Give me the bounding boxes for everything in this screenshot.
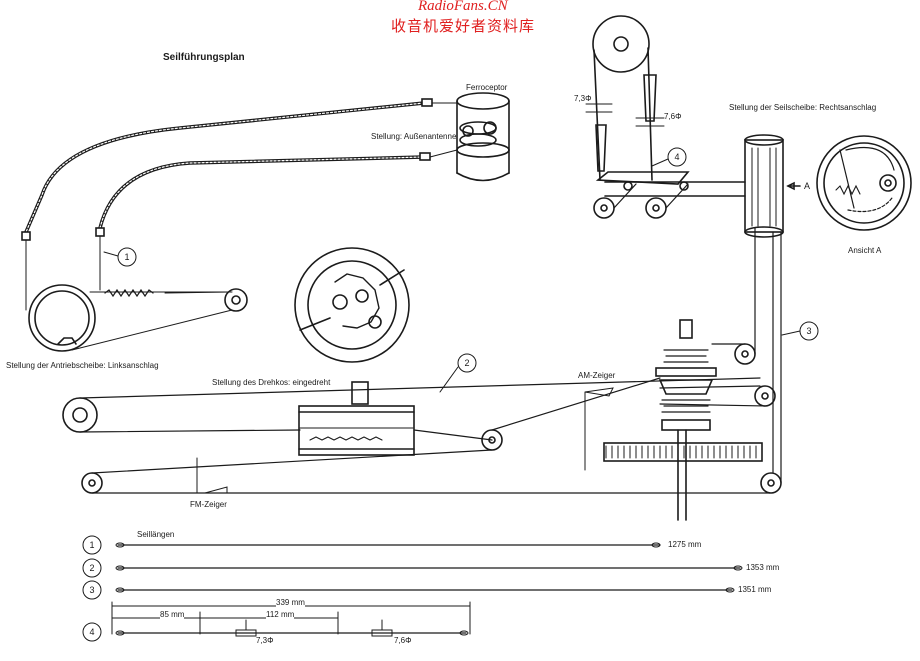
length-row-2: 1353 mm	[746, 563, 780, 572]
callout-4: 4	[674, 152, 679, 162]
dim-7-3-bottom: 7,3Φ	[256, 636, 274, 645]
row-4-number: 4	[89, 627, 94, 637]
label-am-zeiger: AM-Zeiger	[578, 371, 616, 380]
callout-numbers: 1 2 3 4 1 2 3 4	[89, 152, 811, 637]
callout-2: 2	[464, 358, 469, 368]
watermark-subtitle: 收音机爱好者资料库	[391, 17, 536, 35]
dim-7-6-bottom: 7,6Φ	[394, 636, 412, 645]
left-belt	[62, 377, 771, 494]
dim-112: 112 mm	[266, 610, 295, 620]
ansicht-a-view	[816, 135, 912, 231]
top-pulley	[585, 15, 690, 219]
label-drehkos: Stellung des Drehkos: eingedreht	[212, 378, 331, 387]
ferroceptor-cylinder	[456, 92, 510, 182]
watermark-site: RadioFans.CN	[418, 0, 508, 14]
label-aussenantenne: Stellung: Außenantenne	[371, 132, 457, 141]
callout-leaders	[103, 147, 819, 393]
row-2-number: 2	[89, 563, 94, 573]
label-ansicht-a: Ansicht A	[848, 246, 882, 255]
row-3-number: 3	[89, 585, 94, 595]
label-seilscheibe: Stellung der Seilscheibe: Rechtsanschlag	[729, 103, 877, 112]
dim-7-3-top: 7,3Φ	[574, 94, 592, 103]
label-ferroceptor: Ferroceptor	[466, 83, 508, 92]
gear-stack	[603, 227, 782, 521]
dim-total-339: 339 mm	[276, 598, 305, 608]
dim-85: 85 mm	[160, 610, 185, 620]
dim-7-6-top: 7,6Φ	[664, 112, 682, 121]
label-fm-zeiger: FM-Zeiger	[190, 500, 227, 509]
page-title: Seilführungsplan	[163, 52, 245, 63]
dial-disc	[294, 247, 410, 363]
seillaengen-heading: Seillängen	[137, 530, 175, 539]
drive-pulley	[28, 284, 248, 352]
label-arrow-a: A	[804, 181, 811, 191]
callout-3: 3	[806, 326, 811, 336]
callout-1: 1	[124, 252, 129, 262]
cable-1b-sheath	[95, 149, 458, 291]
row-1-number: 1	[89, 540, 94, 550]
length-table	[82, 535, 743, 642]
label-antriebsscheibe: Stellung der Antriebscheibe: Linksanschl…	[6, 361, 159, 370]
drehkos-drum	[298, 381, 415, 456]
length-row-3: 1351 mm	[738, 585, 772, 594]
length-row-1: 1275 mm	[668, 540, 702, 549]
cable-1-sheath	[21, 98, 458, 311]
